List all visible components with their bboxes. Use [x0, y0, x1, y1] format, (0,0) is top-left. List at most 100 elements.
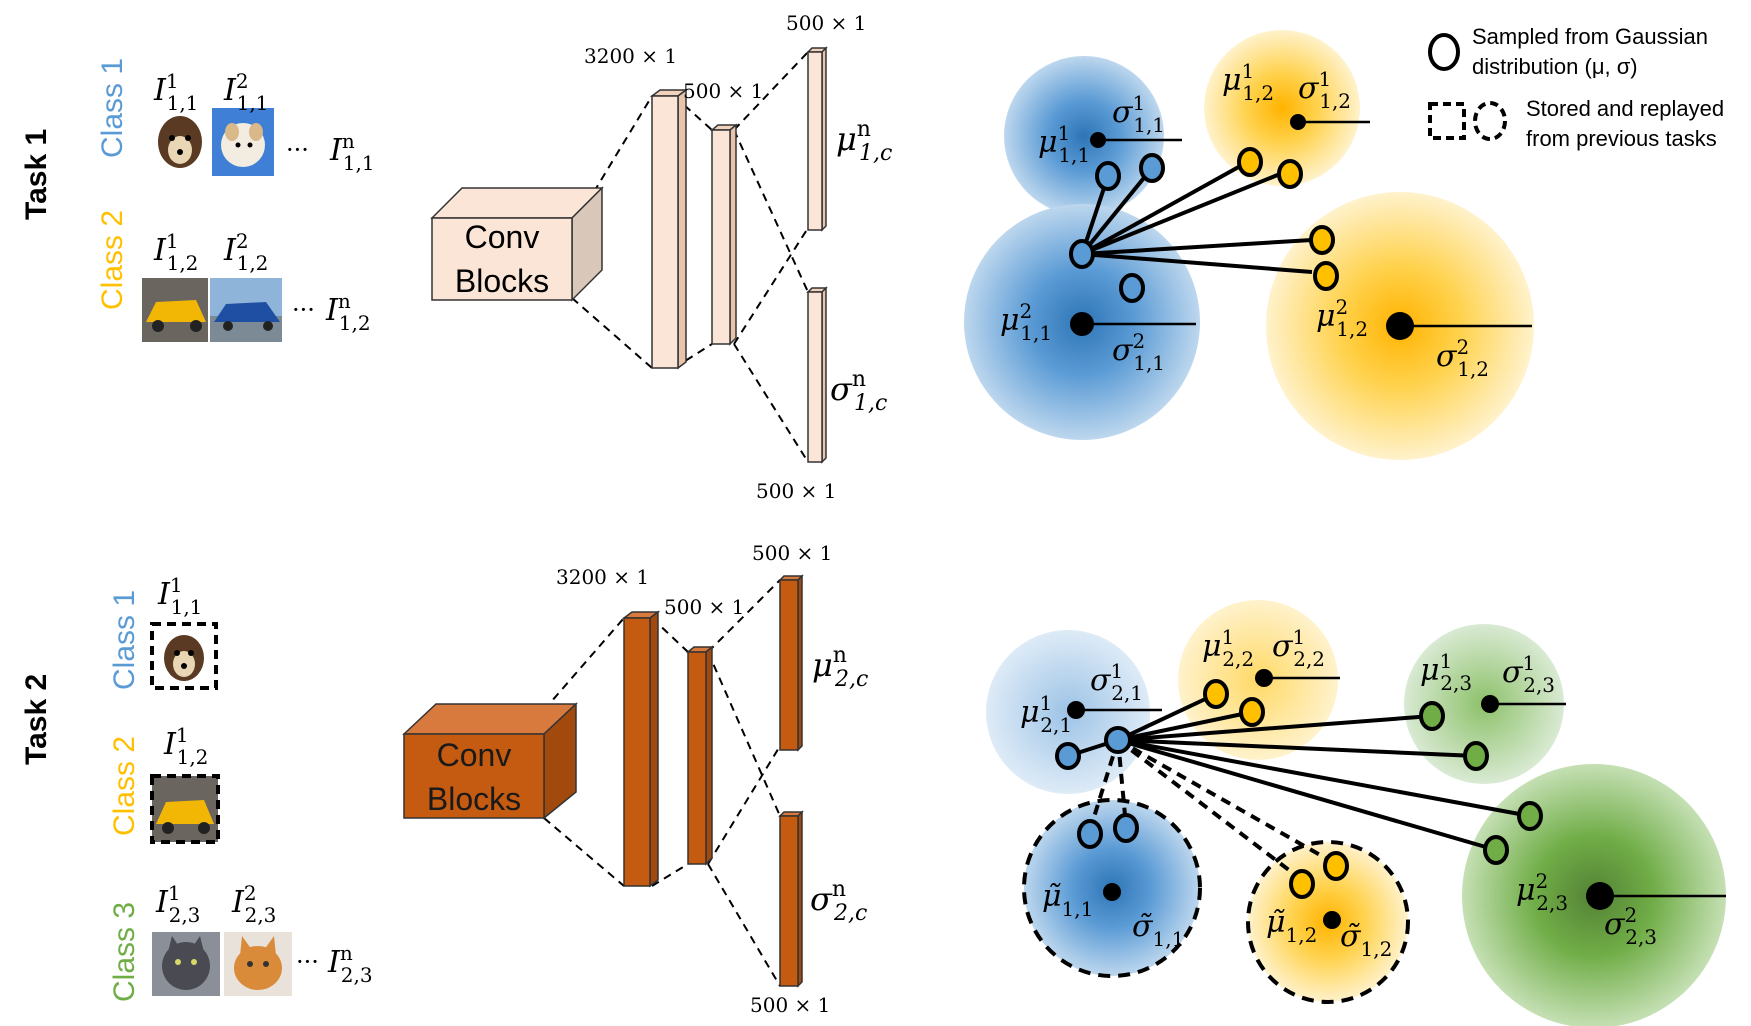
task2-fc2-dim: 500 × 1 — [664, 595, 744, 619]
task1-ellipsis-1: ··· — [286, 136, 309, 164]
task2-class1-label: Class 1 — [108, 590, 141, 690]
task1-conv-block — [430, 186, 604, 302]
task1-image-car-1 — [142, 278, 208, 342]
task1-sample-y2 — [1277, 159, 1303, 189]
task1-fc1-dim: 3200 × 1 — [584, 44, 677, 68]
task2-image-cat-1 — [152, 932, 220, 996]
legend-stored-circle-icon — [1473, 101, 1507, 141]
task2-replay-y1 — [1289, 869, 1315, 899]
task2-conv-text-1: Conv — [437, 737, 512, 773]
task2-replay-b1 — [1077, 819, 1103, 849]
task1-mu-dim: 500 × 1 — [786, 11, 866, 35]
task1-ellipsis-2: ··· — [292, 296, 315, 324]
legend: Sampled from Gaussian distribution (μ, σ… — [1428, 24, 1724, 151]
task1-image-dog-2 — [212, 108, 274, 176]
task2-sigma-layer — [778, 810, 804, 988]
task1-network: Conv Blocks 3200 × 1 500 × 1 500 × 1 — [430, 11, 892, 503]
task1-label: Task 1 — [20, 129, 53, 220]
task1-class1-label: Class 1 — [96, 58, 129, 158]
task1-conv-text-2: Blocks — [455, 263, 549, 299]
legend-stored-line2: from previous tasks — [1526, 126, 1717, 151]
task1-sample-y3 — [1309, 225, 1335, 255]
task2-sample-g2 — [1463, 741, 1489, 771]
task2-image-cat-2 — [224, 932, 292, 996]
task1-image-car-2 — [210, 278, 282, 342]
task1-sample-b4 — [1119, 273, 1145, 303]
task1-fc2-dim: 500 × 1 — [683, 79, 763, 103]
task2-image-car-stored — [150, 774, 220, 844]
task1-gauss-c1-s1 — [1004, 56, 1164, 216]
task1-mu-layer — [806, 46, 828, 232]
task2-class3-label: Class 3 — [108, 902, 141, 1002]
legend-stored-line1: Stored and replayed — [1526, 96, 1724, 121]
task1-fc2-layer — [709, 123, 739, 346]
task2-replay-b2 — [1113, 813, 1139, 843]
legend-stored-square-icon — [1428, 102, 1466, 140]
task1-image-dog-1 — [152, 108, 208, 176]
task1-sample-y4 — [1313, 261, 1339, 291]
task1-gauss-c2-s1 — [1204, 30, 1360, 186]
task2-fc1-dim: 3200 × 1 — [556, 565, 649, 589]
task2-conv-block — [402, 702, 578, 820]
task2-sigma-dim: 500 × 1 — [750, 993, 830, 1017]
label-st12: σ̃1,2 — [1340, 919, 1392, 961]
task1-sample-b3 — [1069, 239, 1095, 269]
task2-sample-y1 — [1203, 679, 1229, 709]
task1-sample-y1 — [1237, 147, 1263, 177]
task1-class2-label: Class 2 — [96, 210, 129, 310]
task2-fc2-layer — [685, 645, 715, 866]
legend-sample-icon — [1428, 33, 1460, 71]
task1-fc1-layer — [649, 88, 689, 370]
task2-replay-y2 — [1323, 851, 1349, 881]
task2-sample-g3 — [1517, 801, 1543, 831]
task1-conv-text-1: Conv — [465, 219, 540, 255]
label-mut11: μ̃1,1 — [1042, 879, 1093, 921]
task1-sigma-dim: 500 × 1 — [756, 479, 836, 503]
task2-sample-b1 — [1055, 742, 1081, 770]
task2-mu-layer — [778, 574, 804, 752]
task2-class2-label: Class 2 — [108, 736, 141, 836]
task2-sample-y2 — [1239, 697, 1265, 727]
label-st11: σ̃1,1 — [1132, 909, 1184, 951]
legend-sampled-line1: Sampled from Gaussian — [1472, 24, 1708, 49]
task1-sigma-layer — [806, 286, 828, 464]
legend-sampled-line2: distribution (μ, σ) — [1472, 54, 1638, 79]
task2-sample-g4 — [1483, 835, 1509, 865]
task2-mu-dim: 500 × 1 — [752, 541, 832, 565]
task1-sample-b2 — [1139, 153, 1165, 183]
task2-conv-text-2: Blocks — [427, 781, 521, 817]
task1-sample-b1 — [1095, 161, 1121, 191]
